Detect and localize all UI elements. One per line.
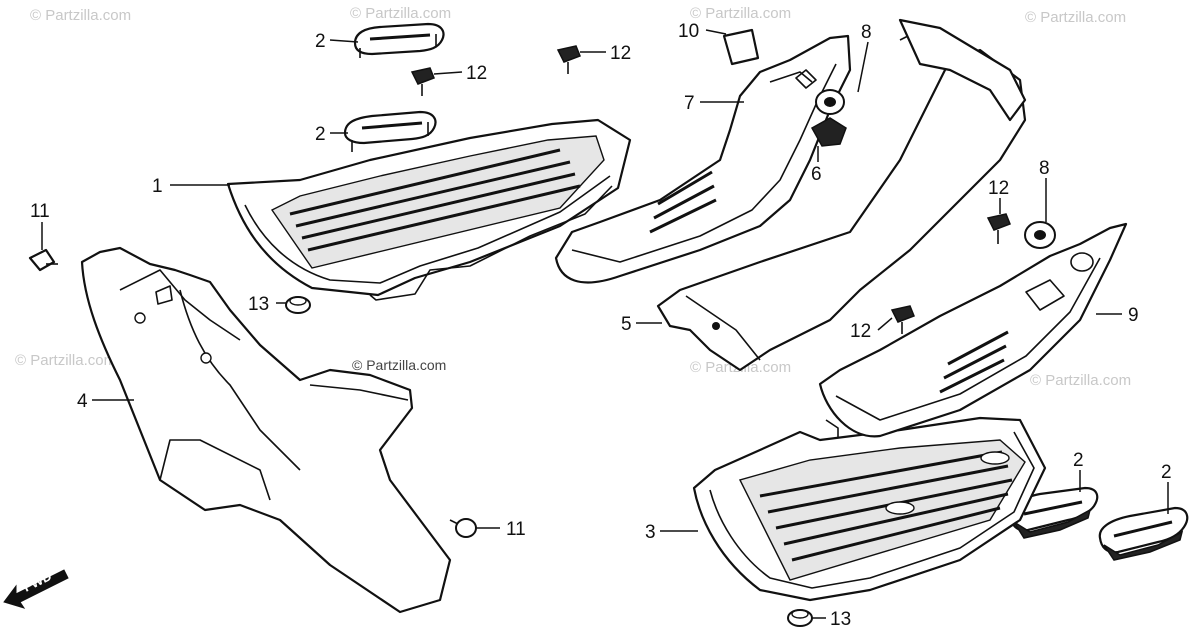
callout-10: 10 [678, 21, 699, 42]
callout-12: 12 [988, 178, 1009, 199]
callout-9: 9 [1128, 305, 1139, 326]
fwd-direction-arrow: FWD [3, 568, 69, 609]
part-grommet-upper[interactable] [815, 89, 845, 115]
callout-13: 13 [248, 294, 269, 315]
part-nut-13a[interactable] [285, 296, 311, 314]
part-center-tunnel-cover[interactable] [656, 18, 1027, 372]
part-footrest-rubber-right-a[interactable] [1008, 486, 1099, 539]
callout-2: 2 [1161, 462, 1172, 483]
callout-12: 12 [610, 43, 631, 64]
callout-13: 13 [830, 609, 851, 630]
part-side-cover-left[interactable] [554, 34, 852, 284]
part-screw-12b[interactable] [556, 45, 581, 74]
part-floor-step-right[interactable] [692, 416, 1047, 602]
arrow-icon [3, 569, 69, 609]
part-front-inner-cover[interactable] [80, 246, 452, 614]
watermark: © Partzilla.com [1030, 372, 1131, 389]
part-collar[interactable] [795, 69, 847, 147]
part-screw-11a[interactable] [28, 248, 58, 272]
watermark: © Partzilla.com [15, 352, 116, 369]
watermark-center: © Partzilla.com [352, 357, 446, 373]
callout-2: 2 [315, 31, 326, 52]
callout-5: 5 [621, 314, 632, 335]
part-footrest-rubber-middle[interactable] [343, 110, 437, 152]
part-footrest-rubber-top[interactable] [353, 22, 445, 58]
callout-8: 8 [861, 22, 872, 43]
part-screw-12c[interactable] [986, 213, 1011, 244]
callout-12: 12 [466, 63, 487, 84]
callout-labels: 1 2 2 2 2 3 4 5 6 7 8 8 9 10 11 11 12 12… [30, 21, 1172, 630]
watermark: © Partzilla.com [30, 7, 131, 24]
callout-6: 6 [811, 164, 822, 185]
watermarks: © Partzilla.com © Partzilla.com © Partzi… [15, 5, 1131, 389]
part-nut-13b[interactable] [787, 609, 813, 627]
callout-11: 11 [506, 519, 526, 540]
callout-4: 4 [77, 391, 88, 412]
watermark: © Partzilla.com [1025, 9, 1126, 26]
part-screw-11b[interactable] [449, 518, 477, 538]
leader-lines [41, 29, 1169, 619]
watermark: © Partzilla.com [690, 5, 791, 22]
callout-3: 3 [645, 522, 656, 543]
callout-1: 1 [152, 176, 163, 197]
part-footrest-rubber-right-b[interactable] [1098, 506, 1189, 561]
callout-2: 2 [1073, 450, 1084, 471]
callout-2: 2 [315, 124, 326, 145]
part-emblem[interactable] [722, 28, 760, 66]
callout-8: 8 [1039, 158, 1050, 179]
callout-7: 7 [684, 93, 695, 114]
part-screw-12d[interactable] [890, 305, 915, 334]
part-floor-tray-left[interactable] [226, 118, 632, 301]
part-side-cover-right[interactable] [818, 222, 1128, 438]
part-grommet-right[interactable] [1024, 221, 1056, 249]
watermark: © Partzilla.com [350, 5, 451, 22]
part-screw-12a[interactable] [410, 67, 435, 96]
callout-11: 11 [30, 201, 50, 222]
callout-12: 12 [850, 321, 871, 342]
